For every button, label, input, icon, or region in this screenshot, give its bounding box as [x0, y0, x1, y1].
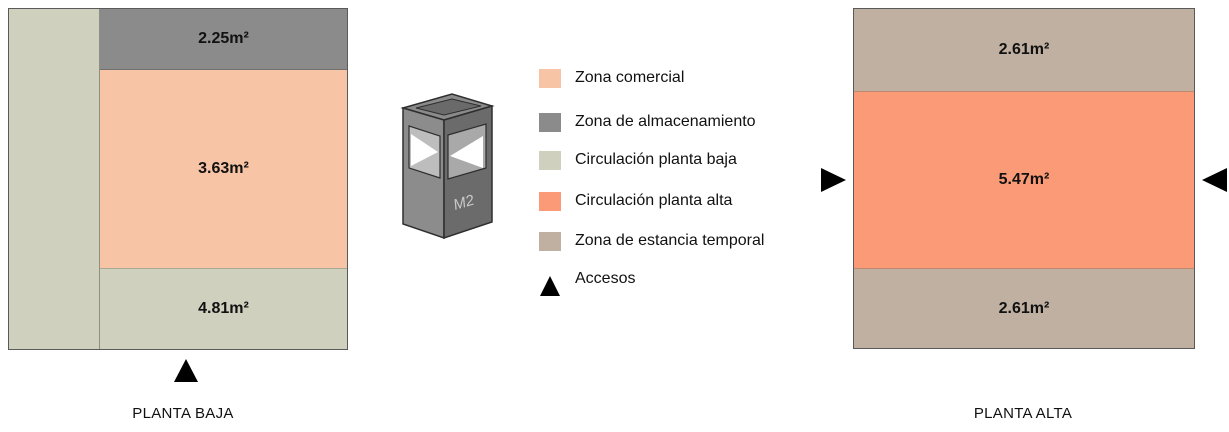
legend-swatch [539, 150, 561, 170]
legend-swatch [539, 231, 561, 251]
legend-item-circulacion-planta-alta: Circulación planta alta [539, 189, 732, 213]
access-arrow-planta-baja-icon [174, 359, 198, 382]
zone-estancia-bottom-area: 2.61m² [998, 299, 1050, 317]
planta-alta-plan: 2.61m² 5.47m² 2.61m² [853, 8, 1195, 349]
legend-swatch [539, 191, 561, 211]
legend-item-zona-almacenamiento: Zona de almacenamiento [539, 110, 756, 134]
triangle-up-icon [540, 276, 560, 296]
access-arrow-left-side-icon [821, 168, 846, 192]
legend-swatch [539, 68, 561, 88]
legend-label: Zona de almacenamiento [575, 113, 756, 130]
module-label: M2 [451, 192, 476, 214]
access-arrow-right-side-icon [1202, 168, 1227, 192]
zone-comercial: 3.63m² [100, 70, 347, 269]
zone-almacenamiento: 2.25m² [100, 9, 347, 70]
zone-circulacion-planta-alta: 5.47m² [854, 91, 1194, 269]
planta-alta-title: PLANTA ALTA [973, 405, 1073, 422]
zone-circulacion-alta-area: 5.47m² [998, 171, 1050, 188]
planta-baja-title: PLANTA BAJA [132, 405, 234, 422]
zone-almacenamiento-area: 2.25m² [198, 30, 249, 47]
zone-estancia-temporal-bottom: 2.61m² [854, 269, 1194, 348]
legend-item-accesos: Accesos [539, 270, 636, 296]
zone-comercial-area: 3.63m² [198, 160, 249, 177]
legend-item-circulacion-planta-baja: Circulación planta baja [539, 148, 737, 172]
planta-baja-plan: 2.25m² 3.63m² 4.81m² [8, 8, 348, 350]
zone-estancia-temporal-top: 2.61m² [854, 9, 1194, 91]
legend-label: Zona comercial [575, 69, 685, 86]
legend-label: Accesos [575, 270, 636, 287]
legend-label: Zona de estancia temporal [575, 232, 765, 249]
zone-circulacion-baja-area: 4.81m² [198, 300, 249, 317]
zone-estancia-top-area: 2.61m² [998, 41, 1050, 58]
legend-item-zona-comercial: Zona comercial [539, 66, 684, 90]
legend-label: Circulación planta alta [575, 192, 733, 209]
legend-label: Circulación planta baja [575, 151, 737, 168]
zone-circulacion-planta-baja-strip [9, 9, 100, 349]
zone-circulacion-planta-baja: 4.81m² [100, 269, 347, 349]
kiosk-module-icon: M2 [400, 93, 495, 240]
legend-swatch [539, 112, 561, 132]
legend-item-zona-estancia-temporal: Zona de estancia temporal [539, 229, 764, 253]
